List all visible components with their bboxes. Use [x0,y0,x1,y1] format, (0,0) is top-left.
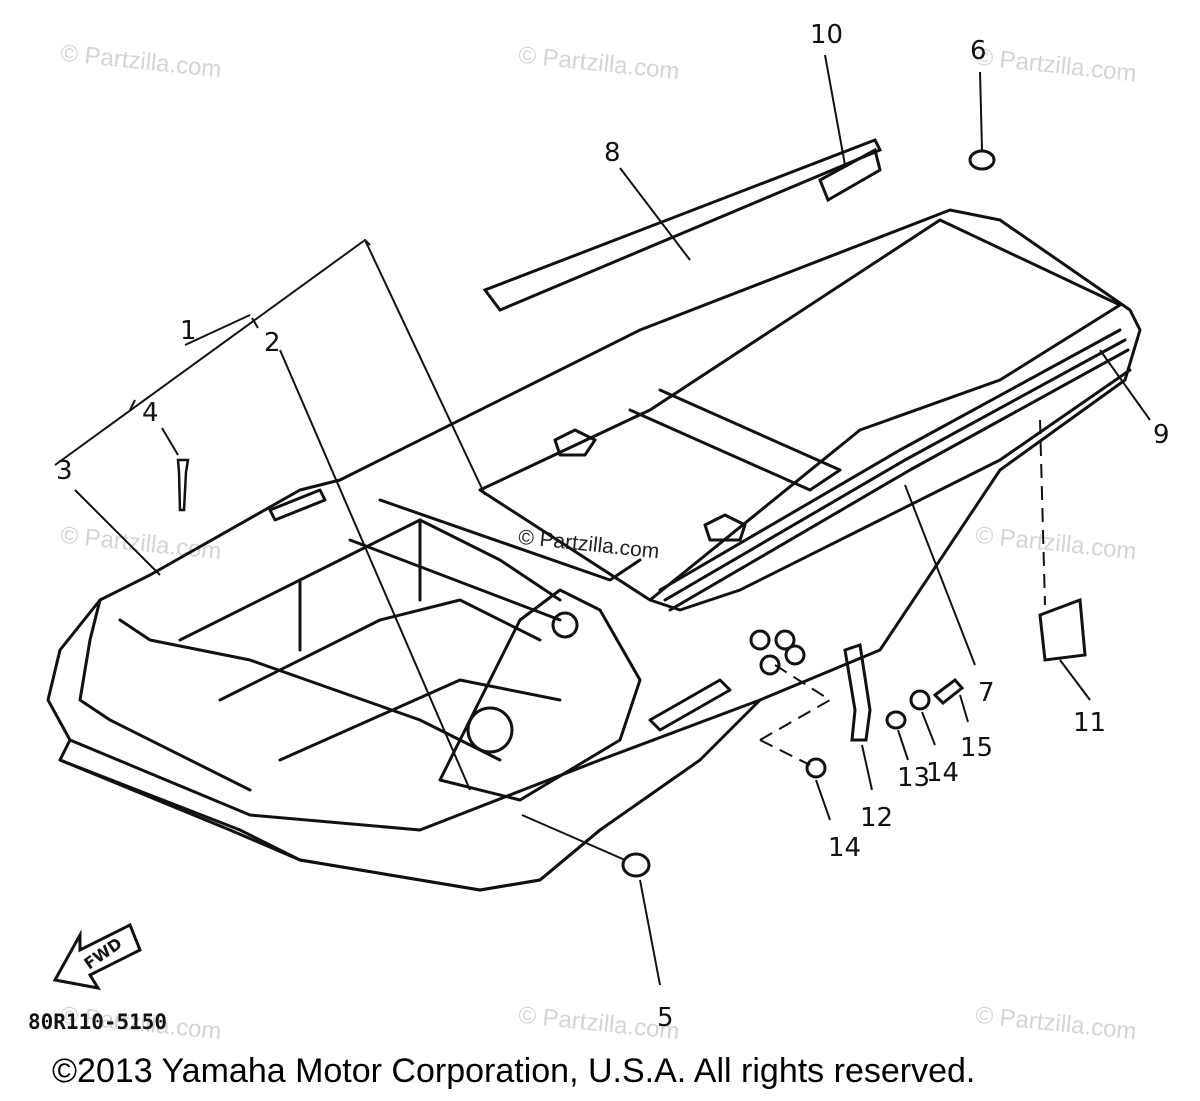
tunnel-deck [478,218,1122,602]
cross-member [628,388,842,492]
rivet-4 [176,458,190,512]
callout-number: 4 [142,398,159,428]
leader-line [54,238,371,466]
side-plate [648,368,1132,612]
tunnel-stripes [658,328,1122,592]
callout-number: 14 [828,833,862,863]
leader-line [979,71,983,151]
handle-strip [268,488,327,522]
callout-number: 13 [897,763,931,793]
frame-outline [46,208,1142,892]
washer-13 [885,710,907,730]
leader-line [521,814,626,861]
leader-line [161,427,179,456]
leader-line [959,694,969,723]
diagram-code: 80R110-5150 [28,1010,168,1034]
callout-number: 7 [978,678,995,708]
fwd-arrow-icon [52,922,142,991]
front-bumper [78,598,252,792]
hull-chine [68,698,762,832]
leader-line [364,239,486,496]
callout-number: 11 [1073,708,1107,738]
leader-line [639,879,661,986]
callout-number: 2 [264,328,281,358]
leader-line [815,779,831,821]
dashed-guide [759,739,811,766]
hull-lower [58,758,602,892]
bracket [703,513,747,542]
washer-14 [909,689,931,711]
leader-line [184,314,251,346]
leader-line [824,54,846,166]
callout-number: 12 [860,803,894,833]
leader-line [861,744,873,791]
leader-line [1099,349,1151,421]
leader-line [251,317,259,329]
callout-number: 14 [926,758,960,788]
cap-6 [968,149,996,171]
decal-10 [818,147,882,203]
callout-number: 15 [960,733,994,763]
leader-line [74,489,161,576]
leader-line [129,399,136,411]
copyright-notice: ©2013 Yamaha Motor Corporation, U.S.A. A… [52,1052,976,1090]
callout-number: 1 [180,316,197,346]
steering-post [438,588,642,802]
callout-number: 10 [810,20,844,50]
callout-number: 3 [56,456,73,486]
leader-line [619,167,691,261]
leader-line [897,729,909,761]
label-11 [1038,597,1087,662]
dashed-guide [759,664,832,741]
bracket [553,428,597,457]
leader-line [904,484,976,666]
bolt-15 [932,677,965,706]
lever-12 [843,643,872,742]
callout-number: 8 [604,138,621,168]
decal-8 [482,138,883,312]
washer-14 [805,757,827,779]
grommet-5 [621,852,651,878]
dashed-guide [1039,419,1046,606]
callout-number: 5 [657,1003,674,1033]
leader-line [279,349,471,791]
leader-line [921,711,936,746]
callout-number: 6 [970,36,987,66]
leader-line [1059,659,1091,701]
footrest [648,678,732,732]
callout-number: 9 [1153,420,1170,450]
